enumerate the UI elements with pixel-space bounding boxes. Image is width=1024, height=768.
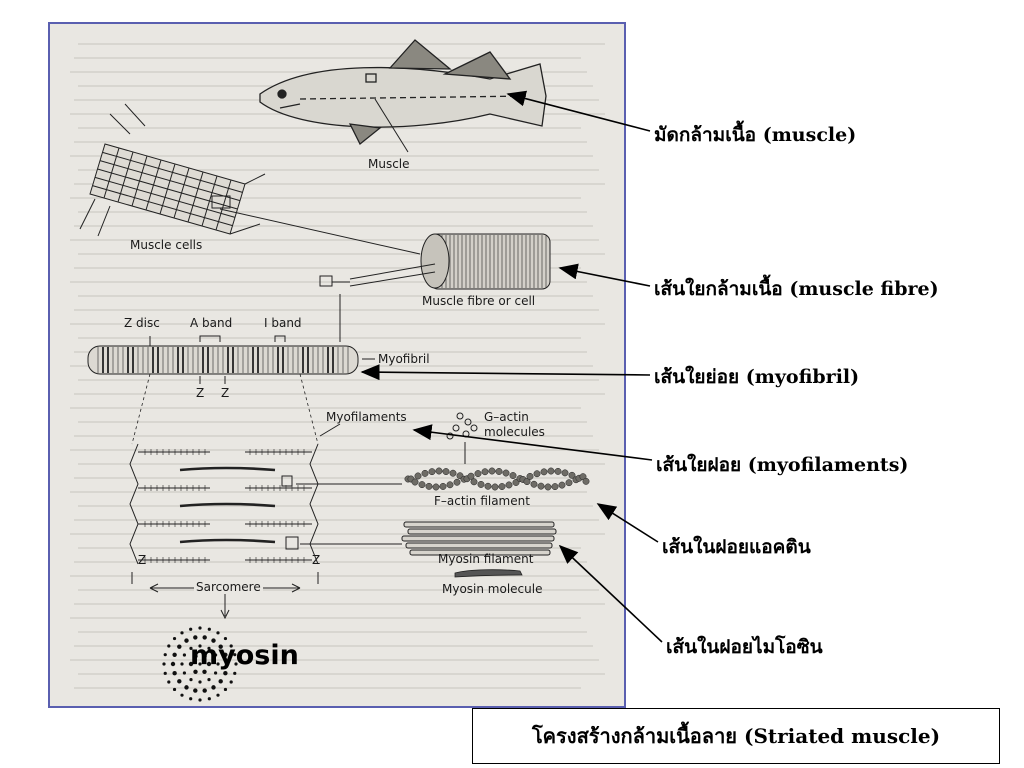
label-z-disc: Z disc — [124, 316, 160, 330]
g-actin-drawing — [446, 412, 478, 440]
annotation-myofibril: เส้นใยย่อย (myofibril) — [654, 366, 860, 388]
label-muscle-fibre: Muscle fibre or cell — [422, 294, 536, 308]
label-z-left: Z — [138, 553, 147, 567]
annotation-muscle: มัดกล้ามเนื้อ (muscle) — [654, 124, 857, 146]
figure-drawing — [70, 39, 605, 702]
label-sarcomere: Sarcomere — [194, 580, 263, 594]
label-g-actin: G–actin — [484, 410, 529, 424]
label-f-actin: F–actin filament — [434, 494, 530, 508]
label-g-actin-molecules: molecules — [484, 425, 545, 439]
myosin-filament-drawing — [401, 521, 557, 556]
slide-title: โครงสร้างกล้ามเนื้อลาย (Striated muscle) — [531, 724, 941, 748]
label-i-band: I band — [264, 316, 302, 330]
annotation-muscle-fibre: เส้นใยกล้ามเนื้อ (muscle fibre) — [654, 278, 939, 300]
label-muscle: Muscle — [368, 157, 410, 171]
f-actin-filament-drawing — [404, 467, 590, 491]
label-myofibril: Myofibril — [378, 352, 430, 366]
muscle-fibre-drawing — [319, 233, 551, 290]
title-box: โครงสร้างกล้ามเนื้อลาย (Striated muscle) — [472, 708, 1000, 764]
annotation-myofilaments: เส้นใยฝอย (myofilaments) — [656, 454, 909, 476]
muscle-structure-figure: Muscle Muscle cells Muscle fibre or cell… — [48, 22, 626, 708]
label-a-band: A band — [190, 316, 233, 330]
fish-drawing — [259, 39, 547, 146]
myosin-cross-section-dots — [162, 626, 238, 702]
label-myofilaments: Myofilaments — [326, 410, 407, 424]
label-muscle-cells: Muscle cells — [130, 238, 203, 252]
myosin-molecule-drawing — [454, 569, 523, 578]
annotation-actin-filament: เส้นในฝอยแอคติน — [662, 536, 811, 558]
muscle-cells-drawing — [79, 103, 266, 237]
myosin-caption: myosin — [190, 640, 299, 671]
myofibril-drawing — [87, 335, 375, 384]
label-z-right: Z — [312, 553, 321, 567]
muscle-pointer — [374, 98, 409, 153]
sarcomere-drawing — [129, 443, 319, 620]
label-myosin-filament: Myosin filament — [438, 552, 534, 566]
cells-to-fibre-line — [219, 208, 421, 255]
label-z-1: Z — [196, 386, 205, 400]
annotation-myosin-filament: เส้นในฝอยไมโอซิน — [666, 636, 823, 658]
label-myosin-molecule: Myosin molecule — [442, 582, 543, 596]
label-z-2: Z — [221, 386, 230, 400]
